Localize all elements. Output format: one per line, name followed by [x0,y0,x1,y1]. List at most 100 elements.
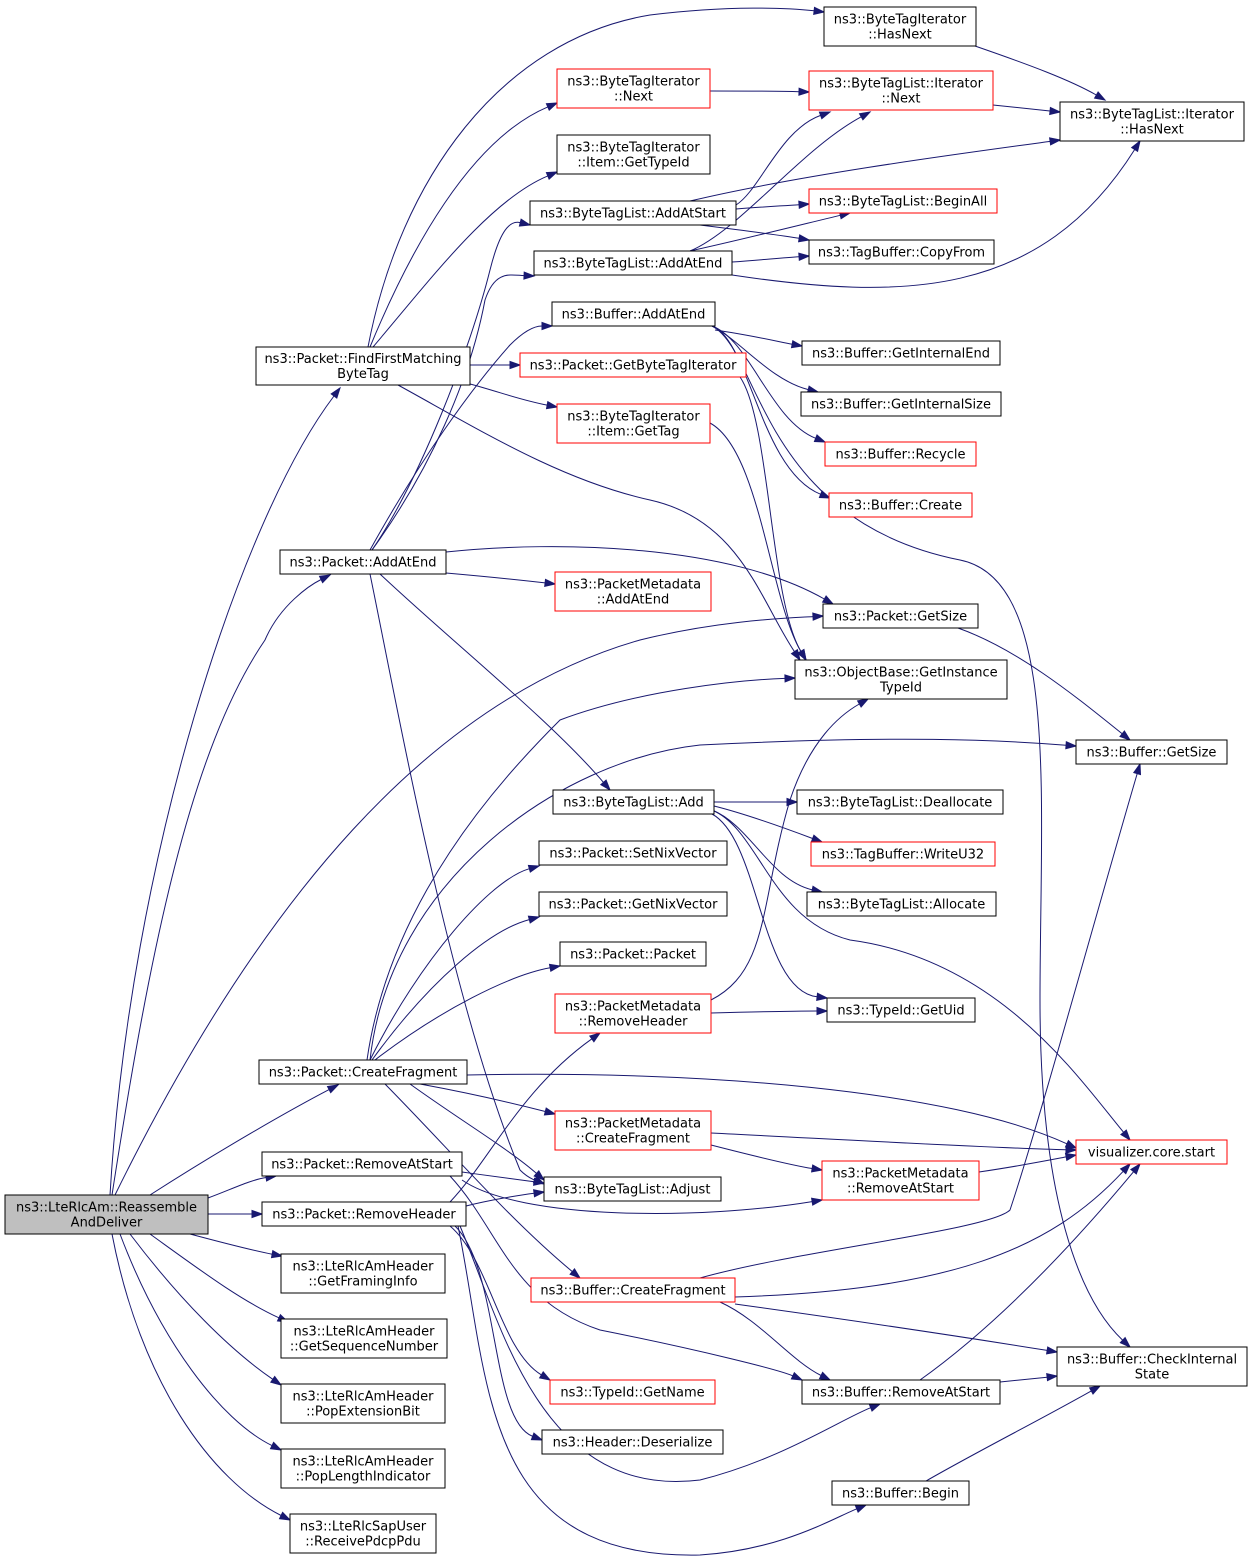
node-label: ::HasNext [1120,123,1184,138]
node-receivepdcp[interactable]: ns3::LteRlcSapUser::ReceivePdcpPdu [289,1513,437,1554]
edge-btl_add->typeid_getuid [711,813,829,1001]
node-vis-start[interactable]: visualizer.core.start [1075,1139,1228,1165]
node-label: ns3::ByteTagList::BeginAll [819,195,987,210]
edge-buf_removeatstart->vis_start [919,1162,1141,1381]
node-box [551,301,716,327]
edge-line [379,573,604,783]
edge-line [149,1233,280,1319]
node-label: State [1135,1368,1169,1383]
node-btl-beginall[interactable]: ns3::ByteTagList::BeginAll [808,188,998,214]
edge-arrowhead [1045,1346,1059,1355]
node-bti-item-gettypeid[interactable]: ns3::ByteTagIterator::Item::GetTypeId [556,134,711,175]
edge-addatend->pkt_getsize [445,546,835,605]
node-pkt-getbti[interactable]: ns3::Packet::GetByteTagIterator [519,352,747,378]
node-btl-addatstart[interactable]: ns3::ByteTagList::AddAtStart [529,200,737,226]
node-label: ::PopLengthIndicator [296,1470,431,1485]
edge-line [689,116,862,252]
node-box [255,346,471,386]
node-label: ns3::ByteTagList::AddAtEnd [544,257,723,272]
node-btl-deallocate[interactable]: ns3::ByteTagList::Deallocate [796,789,1004,815]
edge-arrowhead [818,111,832,120]
node-typeid-getname[interactable]: ns3::TypeId::GetName [549,1379,716,1405]
edge-line [111,1233,282,1516]
node-box [538,840,728,866]
node-box [552,789,715,815]
node-pkt-packet[interactable]: ns3::Packet::Packet [559,941,707,967]
node-pm-removeheader[interactable]: ns3::PacketMetadata::RemoveHeader [554,993,712,1034]
node-label: ns3::LteRlcAmHeader [292,1260,434,1275]
node-bti-hasnext[interactable]: ns3::ByteTagIterator::HasNext [823,6,977,47]
node-btl-iter-hasnext[interactable]: ns3::ByteTagList::Iterator::HasNext [1059,101,1245,142]
node-buf-addatend[interactable]: ns3::Buffer::AddAtEnd [551,301,716,327]
node-tb-writeu32[interactable]: ns3::TagBuffer::WriteU32 [810,841,996,867]
node-popextbit[interactable]: ns3::LteRlcAmHeader::PopExtensionBit [280,1383,446,1424]
node-pkt-getsize[interactable]: ns3::Packet::GetSize [822,603,979,629]
node-buf-createfragment[interactable]: ns3::Buffer::CreateFragment [530,1277,736,1303]
edge-btl_add->vis_start [711,809,1131,1142]
edge-arrowhead [810,1164,824,1173]
node-btl-addatend[interactable]: ns3::ByteTagList::AddAtEnd [533,250,733,276]
edge-line [384,1083,573,1272]
node-box [289,1513,437,1554]
node-bti-item-gettag[interactable]: ns3::ByteTagIterator::Item::GetTag [556,403,711,444]
node-getseqnum[interactable]: ns3::LteRlcAmHeader::GetSequenceNumber [280,1318,448,1359]
edge-line [709,422,802,652]
node-buf-getsize[interactable]: ns3::Buffer::GetSize [1075,739,1228,765]
node-label: ns3::ObjectBase::GetInstance [804,666,997,681]
edge-createfragment->vis_start [466,1073,1078,1149]
node-label: ns3::LteRlcAmHeader [292,1390,434,1405]
node-label: ::GetSequenceNumber [290,1340,439,1355]
node-label: ns3::Packet::GetSize [834,610,967,625]
edge-line [207,1177,267,1199]
edge-arrowhead [813,6,826,15]
node-buf-getinternalend[interactable]: ns3::Buffer::GetInternalEnd [801,340,1001,366]
node-getnix[interactable]: ns3::Packet::GetNixVector [538,891,728,917]
edge-line [735,114,821,206]
node-buf-create[interactable]: ns3::Buffer::Create [828,492,973,518]
edge-line [449,1038,593,1203]
node-box [280,1383,446,1424]
node-bti-next[interactable]: ns3::ByteTagIterator::Next [556,68,711,109]
node-label: visualizer.core.start [1088,1146,1215,1161]
node-getframinginfo[interactable]: ns3::LteRlcAmHeader::GetFramingInfo [280,1253,446,1294]
node-pm-addatend[interactable]: ns3::PacketMetadata::AddAtEnd [554,571,712,612]
edge-removeheader->typeid_getname [449,1225,552,1381]
node-buf-recycle[interactable]: ns3::Buffer::Recycle [824,441,977,467]
node-box [1059,101,1245,142]
node-tb-copyfrom[interactable]: ns3::TagBuffer::CopyFrom [808,239,995,265]
node-btl-adjust[interactable]: ns3::ByteTagList::Adjust [543,1176,722,1202]
node-box [801,1379,1001,1405]
edge-arrowhead [854,1504,868,1513]
node-createfragment[interactable]: ns3::Packet::CreateFragment [258,1059,468,1085]
edge-arrowhead [538,1371,552,1381]
node-buf-getinternalsize[interactable]: ns3::Buffer::GetInternalSize [800,391,1002,417]
edge-bti_next->btl_iter_next [709,87,811,96]
node-setnix[interactable]: ns3::Packet::SetNixVector [538,840,728,866]
node-removeheader[interactable]: ns3::Packet::RemoveHeader [261,1201,467,1227]
node-addatend[interactable]: ns3::Packet::AddAtEnd [279,549,447,575]
edge-buf_createfragment->buf_getsize [699,762,1142,1279]
edge-line [711,325,821,495]
node-btl-iter-next[interactable]: ns3::ByteTagList::Iterator::Next [808,70,994,111]
node-removeatstart[interactable]: ns3::Packet::RemoveAtStart [261,1151,463,1177]
node-poplenind[interactable]: ns3::LteRlcAmHeader::PopLengthIndicator [280,1448,446,1489]
node-pm-removeatstart[interactable]: ns3::PacketMetadata::RemoveAtStart [821,1160,980,1201]
node-btl-add[interactable]: ns3::ByteTagList::Add [552,789,715,815]
node-typeid-getuid[interactable]: ns3::TypeId::GetUid [826,997,976,1023]
edge-arrowhead [543,1107,557,1116]
node-header-deserialize[interactable]: ns3::Header::Deserialize [541,1429,724,1455]
node-buf-removeatstart[interactable]: ns3::Buffer::RemoveAtStart [801,1379,1001,1405]
node-box [280,1253,446,1294]
node-label: ns3::ByteTagList::Deallocate [808,796,993,811]
node-buf-begin[interactable]: ns3::Buffer::Begin [831,1480,970,1506]
node-box [806,891,997,917]
node-pm-createfragment[interactable]: ns3::PacketMetadata::CreateFragment [554,1110,712,1151]
edge-root->removeatstart [207,1173,278,1199]
edge-arrowhead [270,1249,284,1259]
node-btl-allocate[interactable]: ns3::ByteTagList::Allocate [806,891,997,917]
node-box [822,603,979,629]
